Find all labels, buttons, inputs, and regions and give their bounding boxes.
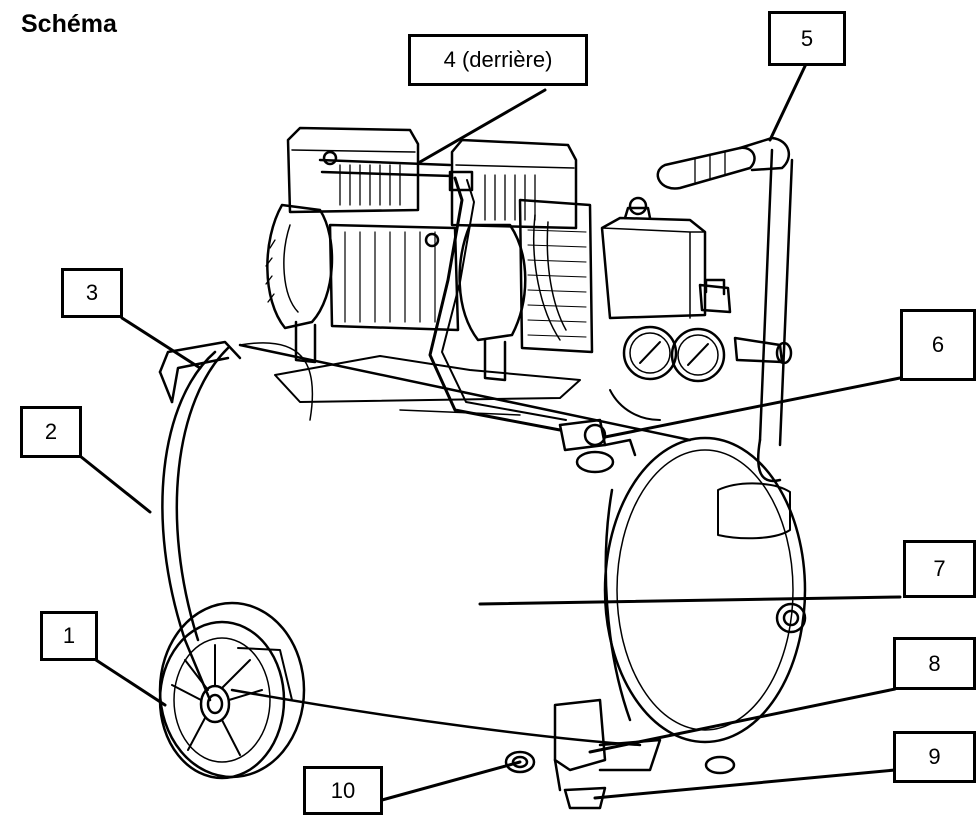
tank-end-cap (603, 436, 807, 744)
callout-5: 5 (768, 11, 846, 66)
support-foot (553, 698, 736, 792)
callout-2: 2 (20, 406, 82, 458)
pressure-gauges (609, 278, 793, 421)
callout-7: 7 (903, 540, 976, 598)
leader-line-2 (78, 454, 152, 514)
outlet-valve (558, 418, 637, 474)
drain-valve (504, 750, 536, 774)
leader-line-4 (418, 88, 547, 164)
leader-line-9 (593, 768, 897, 800)
leader-line-1 (94, 658, 167, 707)
rubber-pad (563, 786, 607, 810)
carry-handle (158, 340, 242, 404)
diagram-title: Schéma (21, 10, 117, 38)
callout-9: 9 (893, 731, 976, 783)
leader-line-5 (768, 62, 808, 142)
leader-line-3 (120, 316, 202, 370)
callout-1: 1 (40, 611, 98, 661)
leader-line-7 (478, 595, 902, 606)
callout-6: 6 (900, 309, 976, 381)
callout-3: 3 (61, 268, 123, 318)
callout-4: 4 (derrière) (408, 34, 588, 86)
callout-10: 10 (303, 766, 383, 815)
callout-8: 8 (893, 637, 976, 690)
leader-line-10 (380, 760, 522, 802)
motor-pump (265, 126, 594, 432)
leader-line-6 (603, 376, 902, 439)
leader-lines (78, 62, 902, 802)
pressure-switch (600, 196, 707, 320)
leader-line-8 (588, 687, 897, 754)
pull-handle (656, 136, 794, 483)
